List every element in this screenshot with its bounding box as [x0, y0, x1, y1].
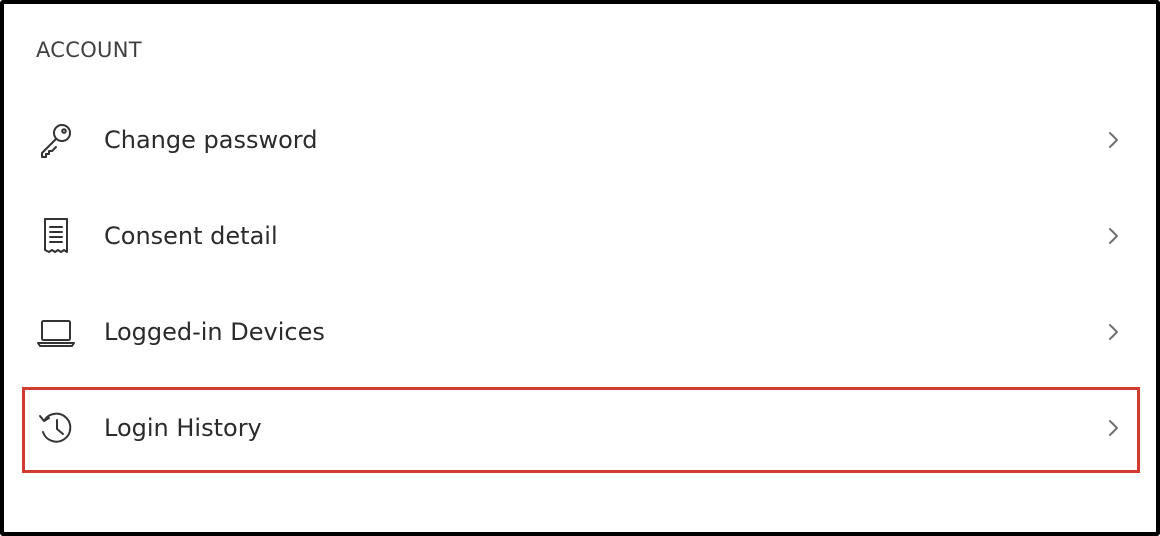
menu-item-change-password[interactable]: Change password	[22, 100, 1138, 180]
menu-item-logged-in-devices[interactable]: Logged-in Devices	[22, 292, 1138, 372]
menu-item-login-history[interactable]: Login History	[22, 388, 1138, 468]
menu-item-label: Login History	[104, 414, 262, 442]
key-icon	[32, 116, 80, 164]
section-title: ACCOUNT	[36, 38, 142, 62]
chevron-right-icon	[1098, 317, 1128, 347]
history-icon	[32, 404, 80, 452]
menu-item-label: Logged-in Devices	[104, 318, 325, 346]
menu-item-label: Change password	[104, 126, 318, 154]
menu-item-consent-detail[interactable]: Consent detail	[22, 196, 1138, 276]
menu-item-label: Consent detail	[104, 222, 278, 250]
laptop-icon	[32, 308, 80, 356]
chevron-right-icon	[1098, 125, 1128, 155]
chevron-right-icon	[1098, 413, 1128, 443]
receipt-icon	[32, 212, 80, 260]
chevron-right-icon	[1098, 221, 1128, 251]
